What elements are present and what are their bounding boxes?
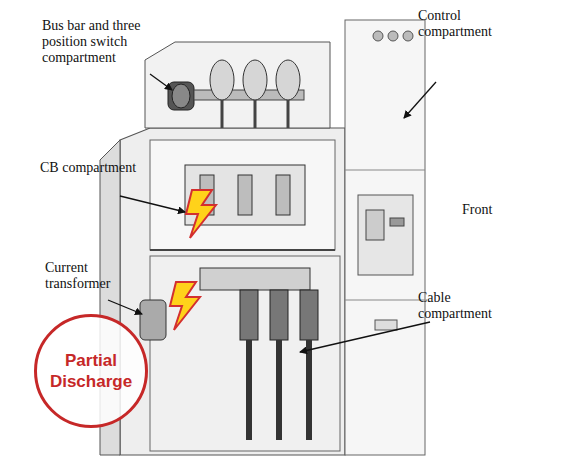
panel-seam: [345, 170, 425, 171]
leader-arrow: [404, 82, 436, 118]
interrupter-pole: [276, 175, 290, 215]
leader-arrow: [108, 300, 142, 314]
part-label: CB compartment: [40, 160, 140, 176]
cable-bushing-plate: [200, 268, 310, 290]
cable-compartment: [150, 256, 340, 451]
leader-arrow: [150, 74, 172, 90]
panel-seam: [345, 300, 425, 301]
cable-termination: [300, 290, 318, 340]
insulator: [243, 60, 267, 100]
leader-arrow: [120, 196, 185, 212]
conductor: [221, 100, 224, 128]
insulator: [276, 60, 300, 100]
part-label: Control compartment: [418, 8, 530, 40]
highlight-circle: Partial Discharge: [34, 314, 148, 428]
partition: [150, 249, 335, 251]
front-panel: [345, 20, 425, 455]
busbar-cylinder: [168, 82, 194, 110]
busbar-compartment: [145, 42, 330, 128]
switch-indicator: [390, 218, 404, 226]
conductor: [254, 100, 257, 128]
part-label: Bus bar and three position switch compar…: [42, 18, 164, 66]
indicator-lamp: [403, 31, 413, 41]
discharge-bolt: [170, 282, 200, 330]
cb-compartment: [150, 140, 335, 250]
cable: [306, 340, 312, 440]
cabinet-body: [120, 128, 345, 455]
part-label: Cable compartment: [418, 290, 518, 322]
circle-text: Partial Discharge: [37, 350, 145, 392]
insulator: [210, 60, 234, 100]
cable-termination: [240, 290, 258, 340]
cable: [246, 340, 252, 440]
indicator-lamp: [388, 31, 398, 41]
operating-device: [366, 210, 384, 240]
part-label: Front: [462, 202, 522, 218]
cable: [276, 340, 282, 440]
door-handle: [375, 320, 397, 330]
conductor: [287, 100, 290, 128]
busbar-end: [172, 84, 190, 108]
mechanism-panel: [358, 195, 413, 275]
part-label: Current transformer: [45, 260, 145, 292]
current-transformer: [140, 300, 166, 340]
cable-termination: [270, 290, 288, 340]
leader-arrow: [300, 322, 430, 352]
interrupter-pole: [238, 175, 252, 215]
discharge-bolt: [186, 190, 216, 238]
indicator-lamp: [373, 31, 383, 41]
